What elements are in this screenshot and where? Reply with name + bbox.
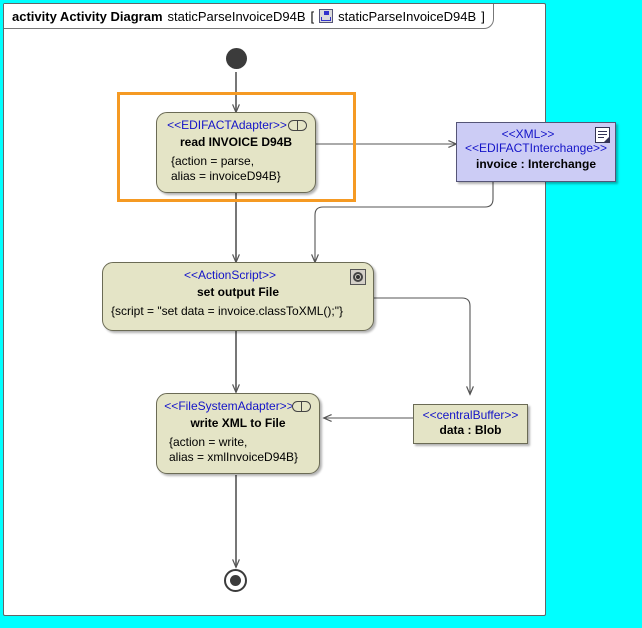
stereotype-label: <<FileSystemAdapter>> bbox=[164, 399, 294, 413]
node-property-line-1: {script = "set data = invoice.classToXML… bbox=[111, 304, 343, 318]
stereotype-label: <<EDIFACTAdapter>> bbox=[167, 118, 287, 132]
action-set-output-file[interactable]: <<ActionScript>> set output File {script… bbox=[102, 262, 374, 331]
document-icon bbox=[595, 127, 610, 143]
node-name-label: read INVOICE D94B bbox=[179, 135, 293, 149]
object-name-label: invoice : Interchange bbox=[475, 157, 597, 171]
node-name-label: set output File bbox=[197, 285, 279, 299]
diagram-canvas[interactable]: <<EDIFACTAdapter>> read INVOICE D94B {ac… bbox=[4, 4, 616, 617]
diagram-tab-name: staticParseInvoiceD94B bbox=[338, 8, 477, 24]
edge-setoutput-to-datablob bbox=[374, 297, 470, 394]
action-write-xml-to-file[interactable]: <<FileSystemAdapter>> write XML to File … bbox=[156, 393, 320, 474]
port-icon bbox=[288, 120, 307, 131]
diagram-frame-header: activity Activity Diagram staticParseInv… bbox=[4, 4, 494, 29]
node-property-line-2: alias = xmlInvoiceD94B} bbox=[169, 450, 299, 464]
stereotype-edifact-label: <<EDIFACTInterchange>> bbox=[464, 141, 608, 155]
bracket-close: ] bbox=[481, 8, 485, 24]
object-data-blob[interactable]: <<centralBuffer>> data : Blob bbox=[413, 404, 528, 444]
script-icon bbox=[350, 269, 366, 285]
object-invoice-interchange[interactable]: <<XML>> <<EDIFACTInterchange>> invoice :… bbox=[456, 122, 616, 182]
action-read-invoice[interactable]: <<EDIFACTAdapter>> read INVOICE D94B {ac… bbox=[156, 112, 316, 193]
node-name-label: write XML to File bbox=[190, 416, 286, 430]
object-name-label: data : Blob bbox=[439, 423, 502, 437]
node-property-line-2: alias = invoiceD94B} bbox=[171, 169, 281, 183]
activity-diagram-icon bbox=[319, 9, 334, 23]
bracket-open: [ bbox=[310, 8, 315, 24]
initial-node[interactable] bbox=[226, 48, 247, 69]
node-property-line-1: {action = parse, bbox=[171, 154, 255, 168]
activity-diagram-frame: activity Activity Diagram staticParseInv… bbox=[3, 3, 616, 617]
port-icon bbox=[292, 401, 311, 412]
activity-final-node[interactable] bbox=[224, 569, 247, 592]
diagram-name-label: staticParseInvoiceD94B bbox=[167, 8, 306, 24]
selection-highlight[interactable] bbox=[117, 92, 356, 202]
stereotype-xml-label: <<XML>> bbox=[501, 127, 555, 141]
diagram-kind-label: activity Activity Diagram bbox=[12, 8, 163, 24]
stereotype-label: <<centralBuffer>> bbox=[422, 408, 519, 422]
node-property-line-1: {action = write, bbox=[169, 435, 248, 449]
stereotype-label: <<ActionScript>> bbox=[183, 268, 277, 282]
